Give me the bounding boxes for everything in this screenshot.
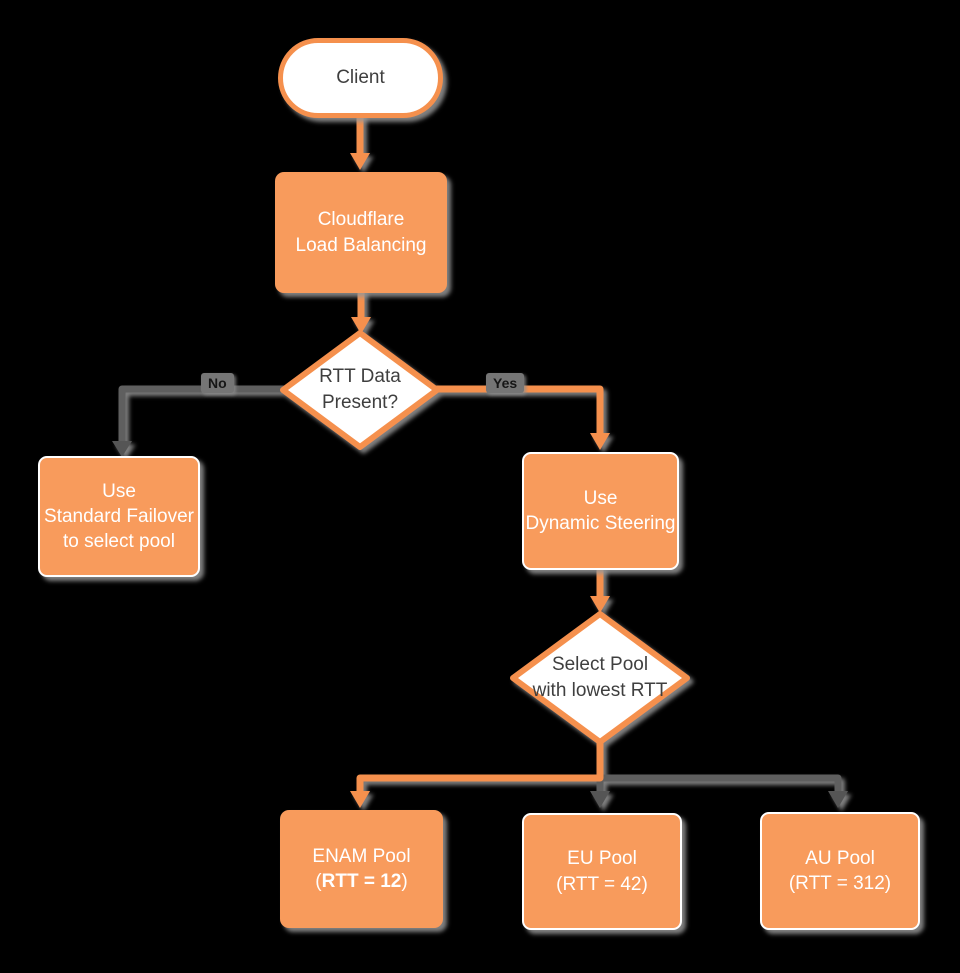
arrowhead-to-lb (350, 153, 370, 170)
arrowhead-to-au-pool (828, 791, 848, 808)
edge-label-yes: Yes (486, 373, 525, 393)
node-eu-line2: (RTT = 42) (556, 873, 648, 895)
node-steering-line2: Dynamic Steering (525, 513, 676, 534)
node-failover-line1: Use (102, 480, 136, 502)
node-use-standard-failover: Use Standard Failover to select pool (38, 456, 200, 577)
arrowhead-to-enam-pool (350, 791, 370, 808)
arrowhead-to-eu-pool (590, 791, 610, 808)
node-failover-line2: Standard Failover (44, 505, 194, 527)
connector-to-au-pool (596, 774, 842, 798)
node-eu-line1: EU Pool (567, 848, 637, 870)
node-steering-line1: Use (583, 487, 618, 509)
edge-label-no: No (201, 373, 234, 393)
node-enam-line1: ENAM Pool (312, 845, 411, 867)
node-enam-pool: ENAM Pool (RTT = 12) (280, 810, 443, 928)
node-au-line2: (RTT = 312) (788, 873, 892, 894)
decision-rtt-data-present-shape (280, 330, 440, 450)
node-au-line1: AU Pool (805, 847, 875, 869)
node-cloudflare-line2: Load Balancing (295, 234, 427, 256)
arrowhead-to-select-pool (590, 596, 610, 613)
node-enam-rtt-bold: RTT = 12 (321, 871, 402, 892)
node-enam-paren-close: ) (401, 871, 408, 892)
node-enam-paren-open: ( (315, 871, 322, 892)
node-client-label: Client (336, 67, 385, 89)
arrowhead-to-dynamic-steering (590, 433, 610, 450)
node-cloudflare-line1: Cloudflare (317, 209, 405, 231)
node-enam-line2: (RTT = 12) (315, 869, 407, 894)
node-eu-pool: EU Pool (RTT = 42) (522, 813, 682, 930)
connector-yes-branch (433, 385, 604, 440)
decision-select-pool-shape (510, 611, 690, 745)
connector-to-enam-pool (356, 738, 604, 798)
arrowhead-to-standard-failover (112, 441, 132, 457)
node-client: Client (278, 38, 443, 118)
node-failover-line3: to select pool (63, 531, 175, 553)
node-use-dynamic-steering: Use Dynamic Steering (522, 452, 679, 570)
connector-no-branch (118, 385, 289, 450)
node-au-pool: AU Pool (RTT = 312) (760, 812, 920, 930)
arrowhead-to-rtt-decision (351, 317, 371, 334)
node-cloudflare-load-balancing: Cloudflare Load Balancing (275, 172, 447, 293)
